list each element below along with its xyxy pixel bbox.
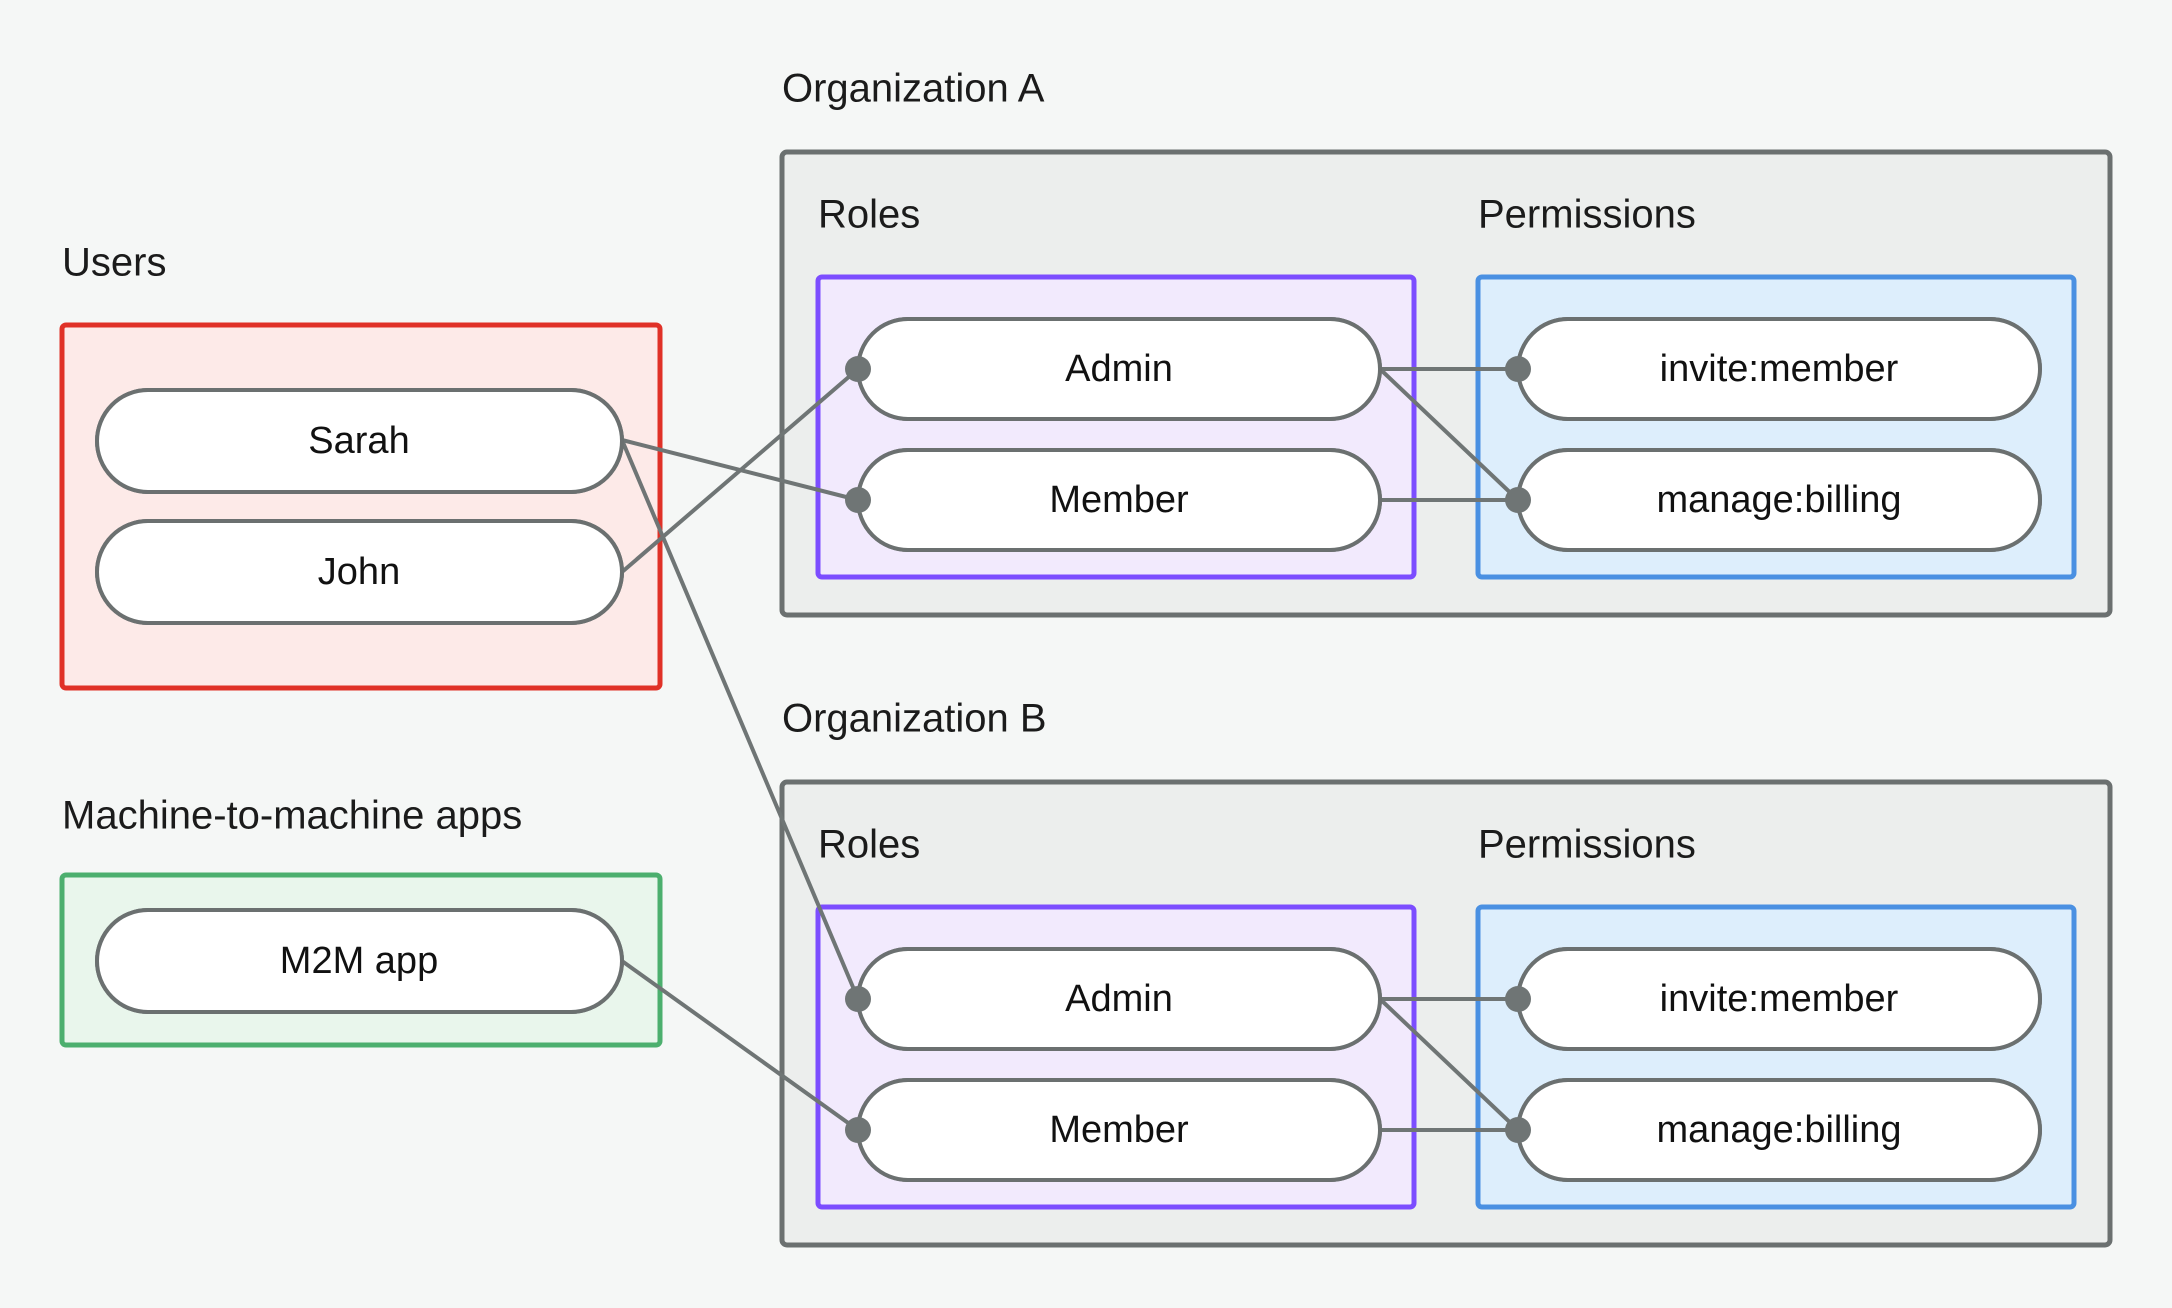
users-container-box <box>59 322 663 691</box>
overlay-a-admin-label: Admin <box>1065 348 1173 390</box>
overlay-b-invite-label: invite:member <box>1660 978 1899 1020</box>
m2m-section-title: Machine-to-machine apps <box>62 794 522 838</box>
overlay-m2m <box>95 908 624 1014</box>
overlay-b-admin-label: Admin <box>1065 978 1173 1020</box>
overlay-sarah <box>95 388 624 494</box>
overlay-b-billing-label: manage:billing <box>1656 1109 1901 1151</box>
org-b-roles-title: Roles <box>818 823 920 867</box>
overlay-a-billing-label: manage:billing <box>1656 479 1901 521</box>
org-b-title: Organization B <box>782 697 1047 741</box>
dot-org-b-billing-in <box>1505 1117 1531 1143</box>
dot-org-b-invite-in <box>1505 986 1531 1012</box>
overlay-sarah-label: Sarah <box>308 420 409 462</box>
org-b-permissions-title: Permissions <box>1478 823 1696 867</box>
org-a-permissions-title: Permissions <box>1478 193 1696 237</box>
edge-layer <box>620 367 1520 1132</box>
edge-endpoint-dots <box>845 356 1531 1143</box>
edge-sarah-to-org-b-admin <box>620 438 860 1001</box>
users-section-title: Users <box>62 241 166 285</box>
overlay-a-invite-label: invite:member <box>1660 348 1899 390</box>
edge-m2m-app-to-org-b-member <box>620 959 860 1132</box>
overlay-john-label: John <box>318 551 400 593</box>
overlay-john <box>95 519 624 625</box>
dot-org-b-admin-in <box>845 986 871 1012</box>
overlay-a-member-label: Member <box>1049 479 1189 521</box>
edge-org-a-admin-to-manage-billing <box>1378 367 1520 502</box>
dot-org-a-invite-in <box>1505 356 1531 382</box>
dot-org-a-admin-in <box>845 356 871 382</box>
dot-org-a-billing-in <box>1505 487 1531 513</box>
overlay-b-member-label: Member <box>1049 1109 1189 1151</box>
dot-org-a-member-in <box>845 487 871 513</box>
org-a-roles-title: Roles <box>818 193 920 237</box>
node-overlay-layer: Sarah John M2M app Admin Member invite:m… <box>95 317 2042 1182</box>
edge-org-b-admin-to-manage-billing <box>1378 997 1520 1132</box>
dot-org-b-member-in <box>845 1117 871 1143</box>
overlay-m2m-label: M2M app <box>280 940 438 982</box>
edge-john-to-org-a-admin <box>620 367 860 574</box>
org-a-title: Organization A <box>782 67 1045 111</box>
